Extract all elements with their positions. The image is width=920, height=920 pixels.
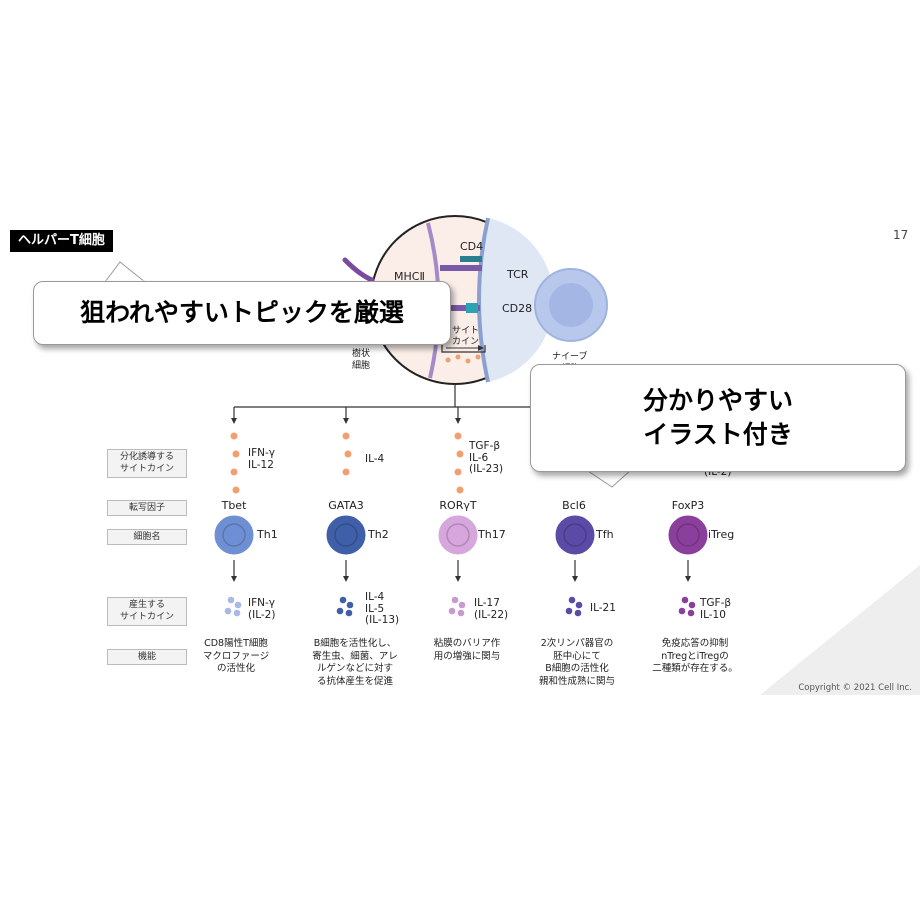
copyright: Copyright © 2021 Cell Inc.: [798, 683, 912, 693]
inducing-dot-1-3: [230, 468, 238, 476]
cell-circles: [214, 515, 708, 555]
tf-1: Tbet: [221, 499, 247, 512]
function-1: CD8陽性T細胞 マクロファージ の活性化: [202, 638, 270, 674]
cell-nucleus-4: [563, 523, 587, 547]
dendritic-label-2: 細胞: [352, 361, 371, 371]
produced-dot-3-4: [457, 609, 465, 617]
produced-dot-2-4: [345, 609, 353, 617]
function-2: B細胞を活性化し、 寄生虫、細菌、アレ ルゲンなどに対す る抗体産生を促進: [312, 638, 398, 687]
inducing-cytokines-5: (IL-2): [704, 466, 732, 478]
function-4: 2次リンパ器官の 胚中心にて B細胞の活性化 親和性成熟に関与: [538, 638, 615, 687]
function-5: 免疫応答の抑制 nTregとiTregの 二種類が存在する。: [652, 638, 738, 674]
produced-dot-4-1: [568, 596, 576, 604]
cd28-label: CD28: [502, 302, 533, 315]
inducing-dot-2-1: [342, 432, 350, 440]
branch-arrowhead-2: [343, 418, 349, 424]
tcell-membrane-region: [479, 218, 554, 382]
produced-dot-5-3: [678, 607, 686, 615]
inducing-dot-2-3: [342, 468, 350, 476]
naive-label-1: ナイーブ: [552, 352, 588, 362]
tf-2: GATA3: [328, 499, 364, 512]
cd4-label: CD4: [460, 240, 484, 253]
produced-dot-4-2: [575, 601, 583, 609]
inducing-dot-1-1: [230, 432, 238, 440]
callout-illustrations: 分かりやすい イラスト付き: [530, 364, 906, 472]
produced-dot-1-2: [234, 601, 242, 609]
row-label-tf: 転写因子: [107, 500, 187, 516]
branch-arrowhead-3: [455, 418, 461, 424]
cell-arrowhead-3: [455, 576, 461, 582]
row-label-cell: 細胞名: [107, 529, 187, 545]
inducing-dot-1-2: [232, 450, 240, 458]
corner-decoration: [760, 565, 920, 695]
cd4-receptor: [460, 256, 482, 262]
produced-cytokines-4: IL-21: [590, 602, 616, 614]
slide-title: ヘルパーT細胞: [10, 230, 113, 252]
produced-dot-1-4: [233, 609, 241, 617]
cell-arrowhead-5: [685, 576, 691, 582]
cytokine-label-1: サイト: [452, 326, 480, 336]
inducing-dot-2-2: [344, 450, 352, 458]
produced-dot-2-3: [336, 607, 344, 615]
produced-dot-2-1: [339, 596, 347, 604]
cell-arrowhead-2: [343, 576, 349, 582]
produced-cytokines-2: IL-4 IL-5 (IL-13): [365, 591, 400, 626]
cd28-receptor: [466, 303, 478, 313]
callout-line-2: イラスト付き: [643, 420, 793, 449]
cell-nucleus-5: [676, 523, 700, 547]
callout-line-1: 分かりやすい: [642, 386, 793, 415]
row-label-produced: 産生する サイトカイン: [107, 597, 187, 626]
tcell-membrane: [477, 217, 490, 383]
tf-4: Bcl6: [562, 499, 586, 512]
produced-dot-4-3: [565, 607, 573, 615]
inducing-dot-1-4: [232, 486, 240, 494]
inducing-cytokines-3: TGF-β IL-6 (IL-23): [469, 440, 504, 475]
produced-dot-1-3: [224, 607, 232, 615]
produced-dot-1-1: [227, 596, 235, 604]
produced-dot-4-4: [574, 609, 582, 617]
function-3: 粘膜のバリア作 用の増強に関与: [433, 638, 501, 662]
cell-name-5: iTreg: [708, 528, 735, 541]
callout-curated-topics: 狙われやすいトピックを厳選: [33, 281, 451, 345]
cell-name-1: Th1: [257, 528, 278, 541]
cd28-ligand: [440, 305, 480, 311]
produced-dot-5-4: [687, 609, 695, 617]
cell-arrowhead-1: [231, 576, 237, 582]
inducing-dot-3-3: [454, 468, 462, 476]
cell-nucleus-3: [446, 523, 470, 547]
produced-dot-5-1: [681, 596, 689, 604]
tcr-label: TCR: [507, 268, 529, 281]
cell-name-3: Th17: [478, 528, 506, 541]
produced-dot-2-2: [346, 601, 354, 609]
cell-name-4: Tfh: [596, 528, 614, 541]
mhc2-label: MHCⅡ: [394, 270, 425, 283]
row-label-function: 機能: [107, 649, 187, 665]
inducing-dot-3-1: [454, 432, 462, 440]
cell-nucleus-1: [222, 523, 246, 547]
inducing-cytokines-2: IL-4: [365, 453, 385, 465]
produced-cytokines-5: TGF-β IL-10: [700, 597, 732, 621]
cytokine-label-2: カイン: [452, 337, 480, 347]
inducing-cytokines-1: IFN-γ IL-12: [248, 447, 275, 471]
row-label-inducing: 分化誘導する サイトカイン: [107, 449, 187, 478]
cytokine-dots: [224, 432, 696, 617]
page-number: 17: [893, 228, 909, 242]
cell-arrowhead-4: [572, 576, 578, 582]
produced-cytokines-3: IL-17 (IL-22): [474, 597, 509, 621]
inducing-dot-3-4: [456, 486, 464, 494]
branch-arrowhead-1: [231, 418, 237, 424]
mhc-receptor: [440, 265, 482, 271]
tf-3: RORγT: [439, 499, 477, 512]
cell-name-2: Th2: [368, 528, 389, 541]
produced-dot-3-3: [448, 607, 456, 615]
produced-dot-5-2: [688, 601, 696, 609]
produced-dot-3-2: [458, 601, 466, 609]
cell-nucleus-2: [334, 523, 358, 547]
produced-dot-3-1: [451, 596, 459, 604]
inducing-dot-3-2: [456, 450, 464, 458]
produced-cytokines-1: IFN-γ (IL-2): [248, 597, 276, 621]
dendritic-label-1: 樹状: [352, 349, 371, 359]
tf-5: FoxP3: [671, 499, 705, 512]
